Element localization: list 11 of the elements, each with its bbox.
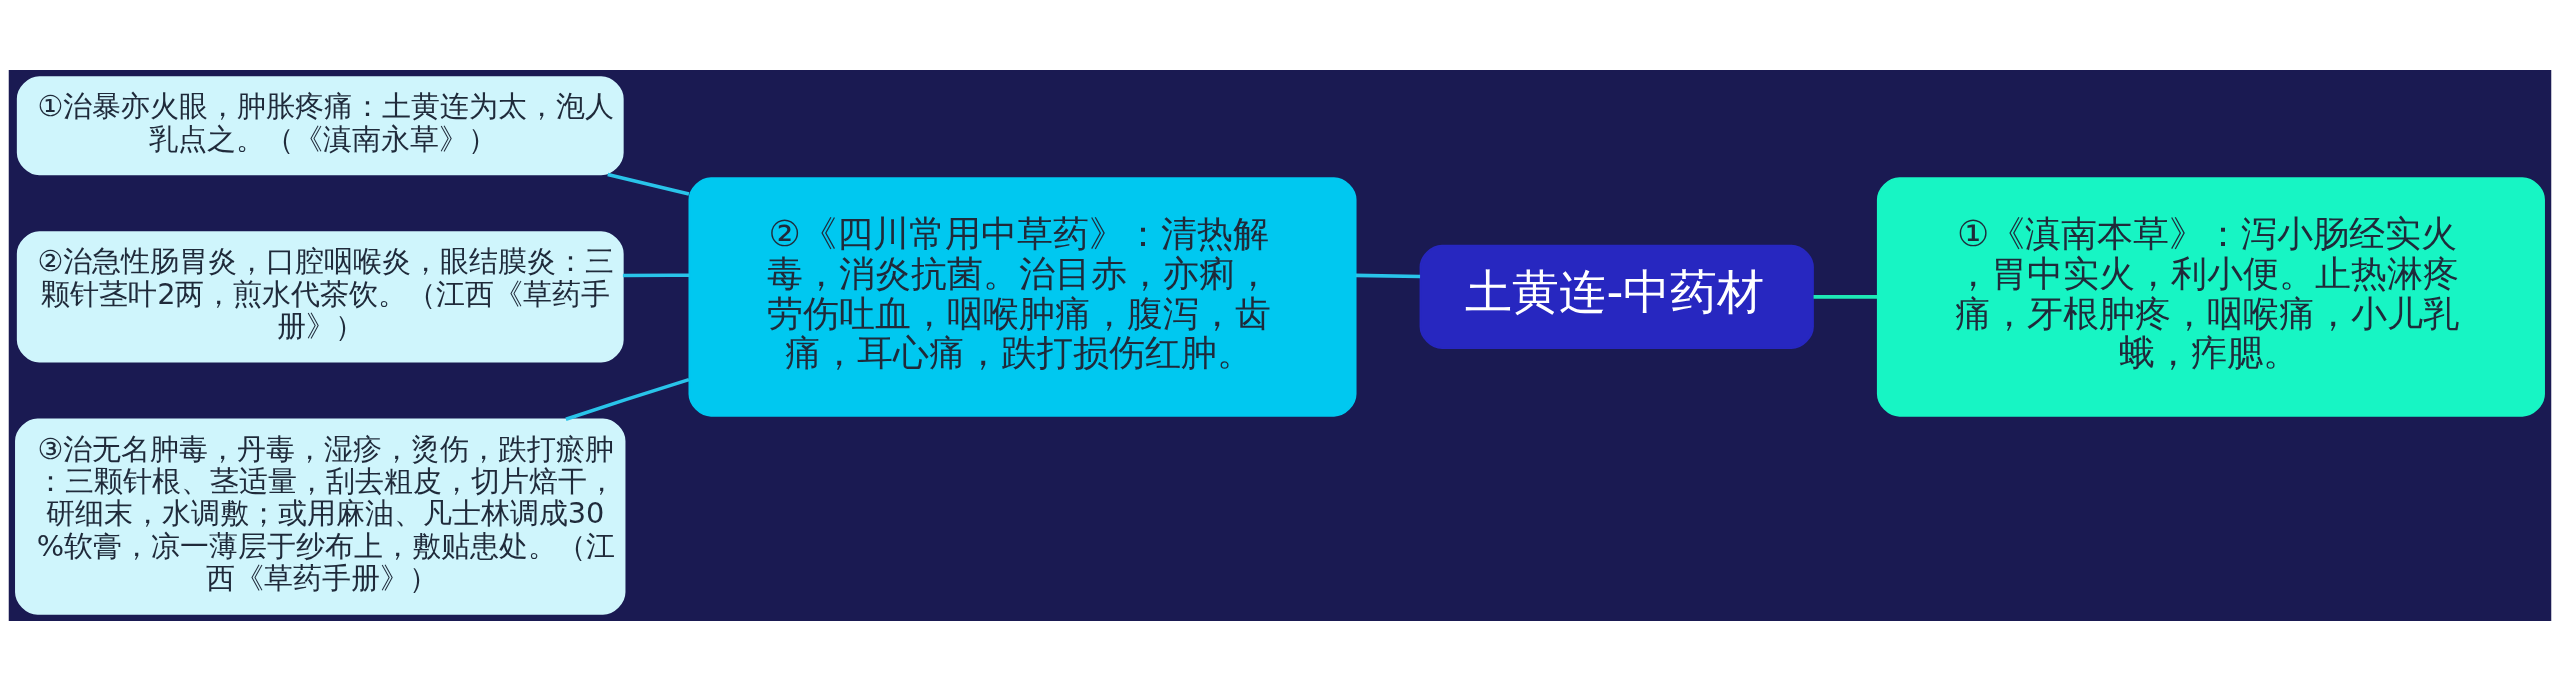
connector [1355,273,1421,279]
connector [622,273,690,278]
connector [1813,295,1878,299]
connector [607,172,690,196]
node-box: 土黄连-中药材 [1419,244,1814,350]
connector [565,377,690,421]
node-box: ②《四川常用中草药》：清热解毒，消炎抗菌。治目赤，亦痢，劳伤吐血，咽喉肿痛，腹泻，齿痛，耳心痛，跌打损伤红肿。 [688,177,1357,417]
node-box: ①治暴亦火眼，肿胀疼痛：土黄连为太，泡人乳点之。（《滇南永草》） [16,76,624,176]
node-box: ②治急性肠胃炎，口腔咽喉炎，眼结膜炎：三颗针茎叶2两，煎水代茶饮。（江西《草药手册》） [16,231,624,363]
node-box: ①《滇南本草》：泻小肠经实火，胃中实火，利小便。止热淋疼痛，牙根肿疼，咽喉痛，小儿乳蛾，痄腮。 [1876,177,2545,417]
node-box: ③治无名肿毒，丹毒，湿疹，烫伤，跌打瘀肿：三颗针根、茎适量，刮去粗皮，切片焙干，研细末，水调敷；或用麻油、凡士林调成30%软膏，凉一薄层于纱布上，敷贴患处。（江西《草药手册》） [15,418,626,615]
